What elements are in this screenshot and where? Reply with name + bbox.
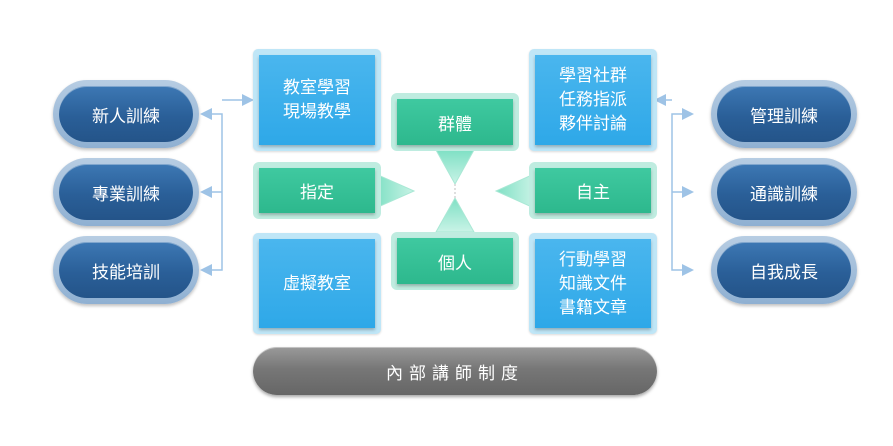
pill-skill-training: 技能培訓 [53,236,199,304]
pill-new-hire-training: 新人訓練 [53,80,199,148]
pill-label: 管理訓練 [717,86,851,142]
square-line: 虛擬教室 [283,273,351,294]
square-line: 書籍文章 [559,297,627,318]
green-box-group: 群體 [391,93,519,151]
right-connector [660,99,682,271]
pill-self-growth: 自我成長 [711,236,857,304]
pill-label: 自我成長 [717,242,851,298]
square-line: 學習社群 [559,66,627,86]
square-line: 夥伴討論 [559,114,627,134]
internal-lecturer-system-bar: 內部講師制度 [253,347,657,395]
left-connector [212,99,248,271]
pill-label: 新人訓練 [59,86,193,142]
green-label: 個人 [397,238,513,284]
left-arrowheads [200,94,254,276]
green-label: 指定 [259,168,375,213]
green-box-individual: 個人 [391,232,519,290]
green-box-assigned: 指定 [253,162,381,219]
right-arrowheads [654,94,694,276]
square-line: 知識文件 [559,273,627,294]
square-bottom-right: 行動學習 知識文件 書籍文章 [529,233,657,334]
green-label: 自主 [535,168,651,213]
green-label: 群體 [397,99,513,145]
square-line: 任務指派 [559,90,627,110]
square-line: 行動學習 [559,249,627,270]
pill-general-training: 通識訓練 [711,158,857,226]
square-bottom-left: 虛擬教室 [253,233,381,334]
square-line: 現場教學 [283,102,351,122]
pill-label: 技能培訓 [59,242,193,298]
square-top-right: 學習社群 任務指派 夥伴討論 [529,49,657,151]
pill-management-training: 管理訓練 [711,80,857,148]
pill-professional-training: 專業訓練 [53,158,199,226]
pill-label: 專業訓練 [59,164,193,220]
green-box-self-directed: 自主 [529,162,657,219]
pill-label: 通識訓練 [717,164,851,220]
square-line: 教室學習 [283,78,351,98]
square-top-left: 教室學習 現場教學 [253,49,381,151]
center-pointers [375,149,535,233]
